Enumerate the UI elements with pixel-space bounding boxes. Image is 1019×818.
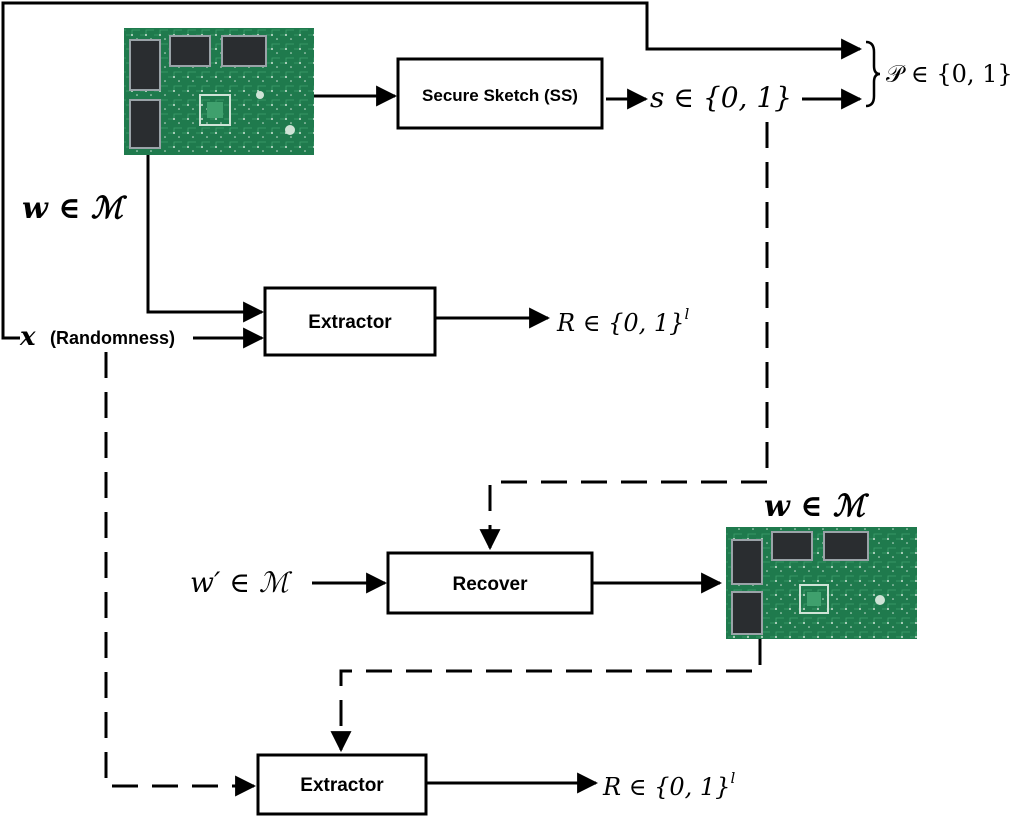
secure-sketch-box [396, 57, 604, 130]
r-output-label-bottom: R ∈ {0, 1}l [602, 769, 735, 801]
p-output-label: 𝒫 ∈ {0, 1} [886, 60, 1013, 88]
x-label: x [19, 322, 36, 352]
extractor-bottom-label: Extractor [300, 775, 384, 796]
w-label-right: w ∈ ℳ [764, 489, 870, 524]
r-output-top-base: R ∈ {0, 1} [556, 309, 684, 337]
s-to-recover-dashed [479, 122, 769, 551]
extractor-top-label: Extractor [308, 312, 392, 333]
loop-connector [1, 1, 863, 340]
extractor-box-bottom [256, 753, 428, 816]
w-prime-label: w′ ∈ ℳ [190, 566, 293, 599]
pcb-to-extractor-arrow [146, 155, 265, 323]
recover-box [386, 551, 594, 615]
p-brace [865, 40, 881, 108]
r-output-top-sup: l [684, 305, 689, 323]
secure-sketch-label: Secure Sketch (SS) [422, 86, 578, 105]
pcb-to-extractor-dashed [330, 639, 762, 753]
circuit-board-image-right [726, 527, 917, 639]
r-output-bottom-sup: l [730, 769, 735, 787]
r-output-label-top: R ∈ {0, 1}l [556, 305, 689, 337]
recover-label: Recover [453, 574, 529, 595]
w-label-top: w ∈ ℳ [22, 191, 128, 226]
circuit-board-image-top [124, 28, 314, 155]
r-output-bottom-base: R ∈ {0, 1} [602, 773, 730, 801]
randomness-to-extractor-dashed [104, 352, 257, 797]
extractor-box-top [263, 286, 437, 357]
s-output-label: s ∈ {0, 1} [650, 81, 792, 114]
randomness-label: (Randomness) [50, 328, 175, 348]
